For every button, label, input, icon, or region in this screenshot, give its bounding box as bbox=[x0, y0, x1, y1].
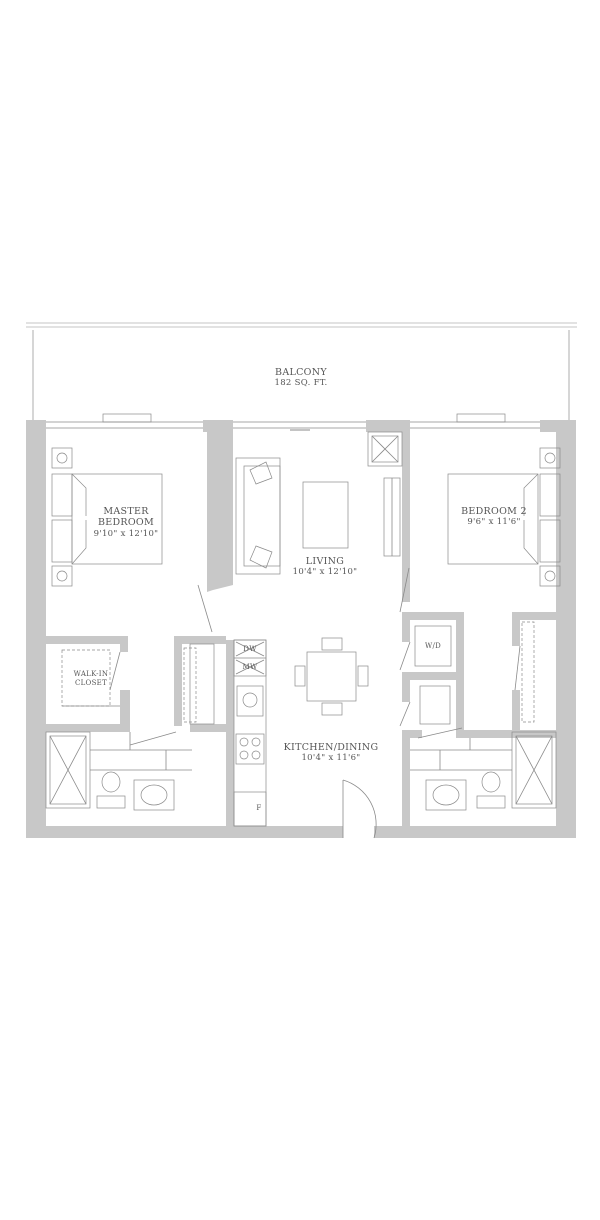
walk-in-closet-label-2: CLOSET bbox=[75, 679, 107, 687]
balcony bbox=[26, 322, 577, 420]
master-bedroom-name-1: MASTER bbox=[103, 506, 149, 517]
dishwasher-label: DW bbox=[243, 645, 257, 653]
washer-dryer-label: W/D bbox=[425, 642, 441, 650]
kitchen-counter bbox=[233, 639, 267, 827]
master-bath bbox=[45, 731, 192, 811]
living-furniture bbox=[235, 431, 403, 575]
microwave-label: MW bbox=[243, 663, 258, 671]
bedroom2-bath bbox=[410, 731, 557, 811]
living-dims: 10'4" x 12'10" bbox=[293, 567, 358, 577]
fridge-label: F bbox=[256, 804, 261, 812]
master-bedroom-name-2: BEDROOM bbox=[98, 517, 154, 528]
bedroom2-bed bbox=[447, 447, 561, 587]
exterior-walls bbox=[26, 413, 576, 838]
doors bbox=[109, 567, 521, 839]
walk-in-closet bbox=[61, 621, 535, 725]
kitchen-dining-dims: 10'4" x 11'6" bbox=[301, 753, 360, 763]
master-bedroom-dims: 9'10" x 12'10" bbox=[94, 529, 159, 539]
balcony-area: 182 SQ. FT. bbox=[274, 378, 327, 388]
bedroom2-dims: 9'6" x 11'6" bbox=[467, 517, 520, 527]
living-name: LIVING bbox=[306, 556, 344, 567]
bedroom2-name: BEDROOM 2 bbox=[461, 506, 527, 517]
laundry bbox=[414, 625, 452, 725]
kitchen-dining-name: KITCHEN/DINING bbox=[284, 742, 379, 753]
balcony-name: BALCONY bbox=[275, 367, 327, 378]
interior-walls bbox=[46, 432, 556, 826]
dining-table bbox=[294, 637, 369, 716]
walk-in-closet-label-1: WALK-IN bbox=[74, 670, 109, 678]
master-bed bbox=[51, 447, 163, 587]
